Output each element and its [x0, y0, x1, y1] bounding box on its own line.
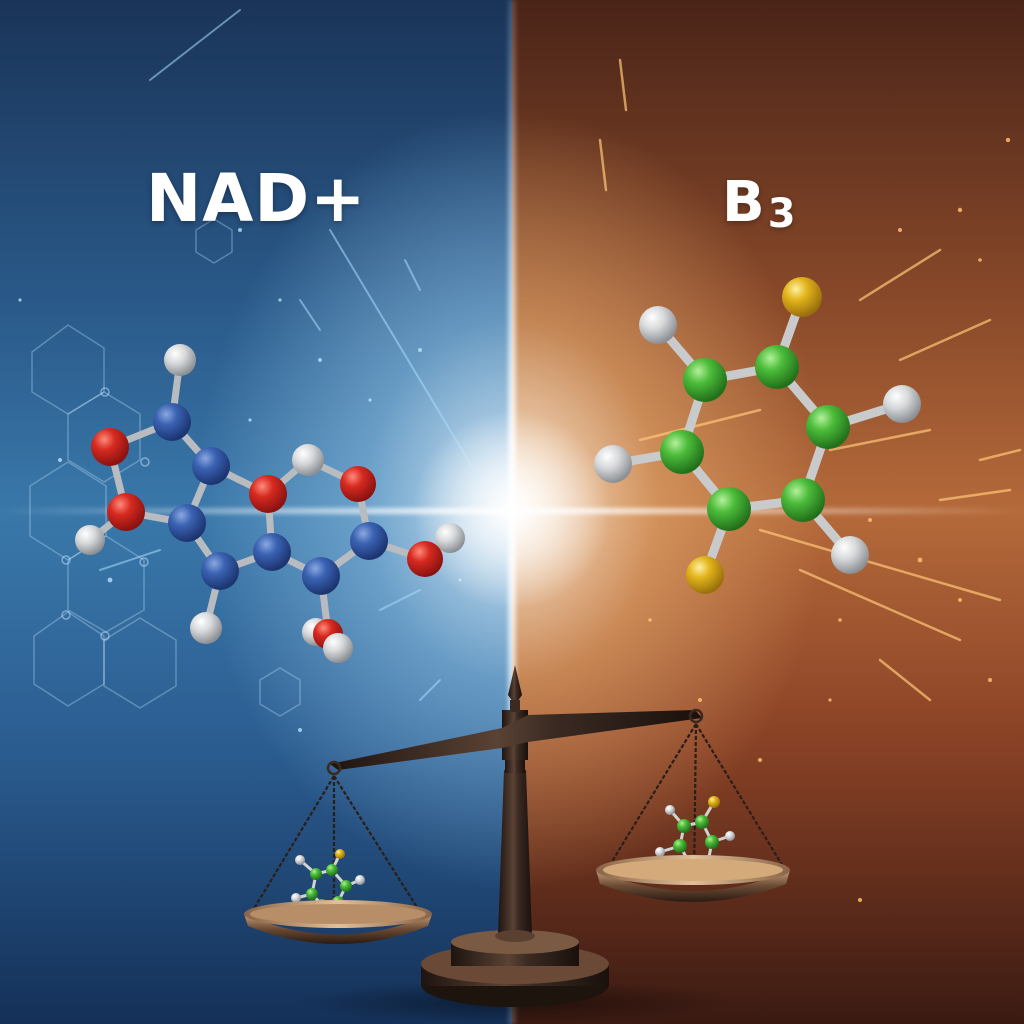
scale-beam [330, 710, 702, 770]
nad-plus-label: NAD+ [146, 160, 367, 237]
b3-label: B3 [722, 170, 797, 237]
scale-pillar [495, 665, 535, 942]
niacin-b3-molecule [594, 277, 921, 594]
right-scale-chains [607, 723, 785, 881]
b3-label-subscript: 3 [767, 191, 797, 237]
right-scale-pan [596, 855, 790, 902]
scale-base [421, 930, 609, 1007]
nad-plus-molecule [75, 344, 465, 663]
center-glow [412, 410, 612, 610]
left-scale-chains [251, 775, 421, 920]
b3-label-main: B [722, 170, 766, 235]
left-scale-pan [244, 900, 432, 944]
